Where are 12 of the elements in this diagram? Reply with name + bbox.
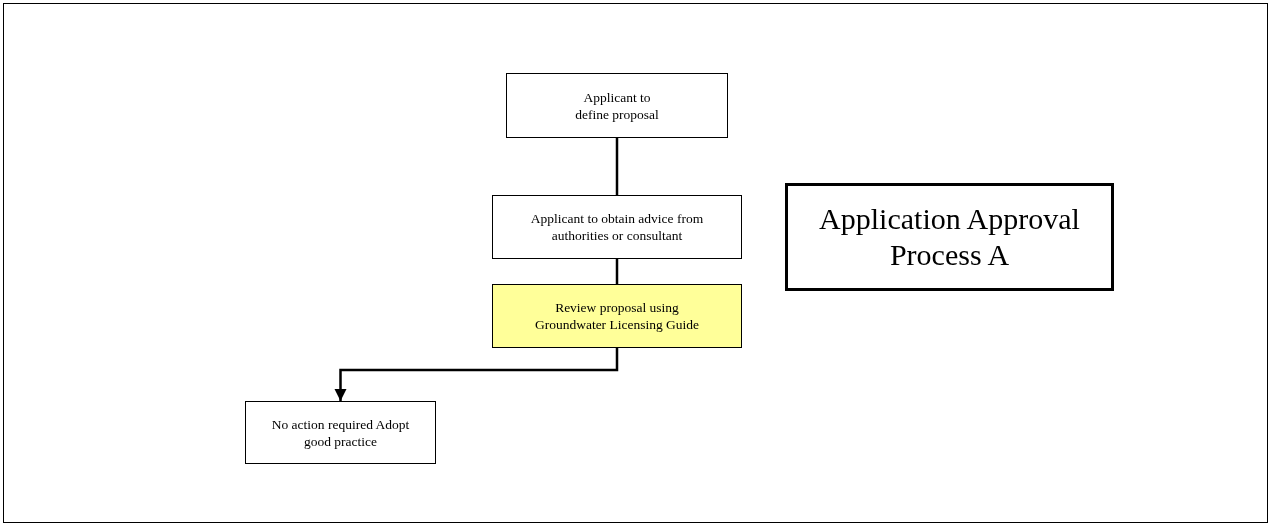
connector-line <box>615 138 619 195</box>
connector-line <box>615 259 619 284</box>
box-text: Review proposal using Groundwater Licensing Guide <box>533 299 701 333</box>
box-text: No action required Adopt good practice <box>270 415 411 450</box>
process-box <box>245 401 436 464</box>
title: Application Approval Process A <box>818 201 1081 273</box>
process-box <box>492 195 742 259</box>
process-box <box>492 284 742 348</box>
box-text: Applicant to define proposal <box>574 88 660 123</box>
arrow <box>334 348 619 401</box>
box-text: Applicant to obtain advice from authorities or consultant <box>529 210 705 244</box>
process-box <box>506 73 728 138</box>
